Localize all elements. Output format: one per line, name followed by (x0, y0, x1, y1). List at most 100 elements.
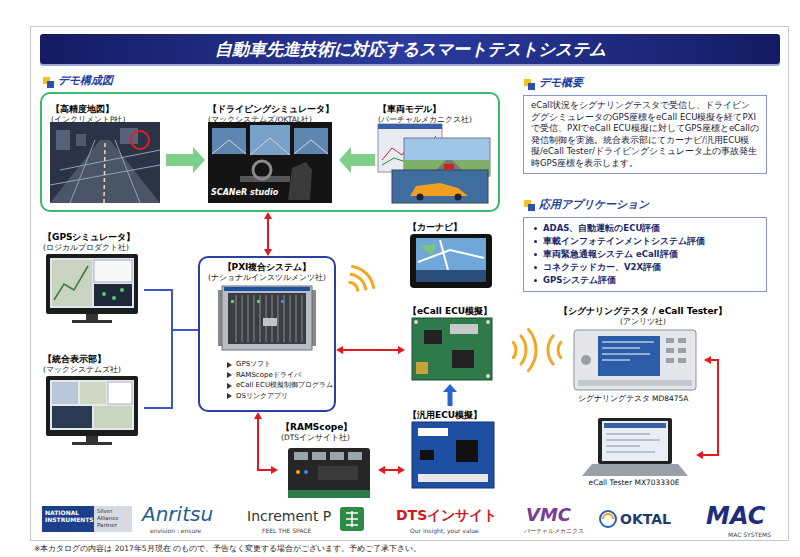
component-box: 【eCall ECU模擬】 (405, 302, 501, 384)
pxi-chassis (312, 290, 316, 346)
driving-simulator-image (253, 161, 271, 179)
ecall-ecu-board (486, 374, 490, 378)
signaling-tester-image (574, 330, 696, 390)
hd-map-image (50, 140, 160, 203)
wireless-waves (513, 329, 536, 370)
company-name: (DTSインサイト社) (281, 433, 375, 443)
integrated-display-monitor (72, 442, 112, 445)
hd-map-image (50, 122, 160, 203)
ecall-ecu-board (486, 320, 490, 324)
integrated-display-monitor (80, 382, 106, 404)
hd-map-image (50, 122, 160, 203)
car-navigation-image (418, 240, 484, 270)
ramscope-image (288, 448, 370, 498)
software-item: DSリンクアプリ (227, 391, 331, 402)
software-item: eCall ECU模擬制御プログラム (227, 380, 331, 391)
gps-simulator-monitor (54, 266, 88, 300)
section-icon (528, 204, 535, 211)
section-heading: デモ概要 (523, 75, 767, 91)
ramscope-image (318, 466, 358, 480)
component-heading: 【GPSシミュレータ】 (43, 231, 141, 243)
company-name: (ロジカルプロダクト社) (43, 243, 141, 253)
logo-text: MAC (706, 502, 765, 530)
section-heading: デモ構成図 (58, 73, 113, 89)
wireless-waves (548, 336, 561, 364)
company-name: (マックシステムズ/OKTAL社) (208, 115, 336, 125)
laptop-image (598, 418, 672, 464)
application-item: GPSシステム評価 (531, 274, 759, 287)
gps-simulator-monitor (102, 292, 106, 296)
car-navigation-image (416, 238, 486, 282)
logo-tagline: FEEL THE SPACE (262, 527, 311, 535)
integrated-display-monitor (52, 406, 92, 428)
component-heading: 【車両モデル】 (378, 103, 492, 115)
section-icon (528, 83, 535, 90)
ramscope-image (294, 452, 308, 460)
gps-simulator-monitor (86, 314, 98, 320)
device-box: シグナリングテスタ MD8475A (562, 328, 704, 414)
vehicle-model-image (378, 124, 442, 129)
text-panel: ADAS、自動運転のECU評価車載インフォテインメントシステム評価車両緊急通報シ… (523, 217, 767, 292)
ecall-ecu-board (412, 318, 492, 380)
connector (343, 349, 398, 351)
driving-simulator-image (288, 162, 312, 200)
hd-map-image (76, 134, 86, 146)
integrated-display-monitor (52, 382, 78, 404)
generic-ecu-board (420, 450, 434, 460)
section-heading: 応用アプリケーション (523, 197, 767, 213)
screen-label: SCANeR studio (211, 188, 278, 198)
component-box: 【GPSシミュレータ】(ロジカルプロダクト社) (40, 228, 144, 328)
info-panel: 応用アプリケーション ADAS、自動運転のECU評価車載インフォテインメントシステ… (520, 194, 770, 295)
gps-simulator-monitor (46, 254, 138, 314)
hd-map-image (104, 142, 105, 203)
vehicle-model-image (378, 124, 490, 203)
component-heading: 【eCall ECU模擬】 (408, 305, 498, 317)
component-heading: 【ドライビングシミュレータ】 (208, 103, 336, 115)
signaling-tester-image (678, 348, 686, 353)
page-frame (31, 27, 789, 541)
laptop-image (602, 421, 668, 461)
gps-simulator-monitor (112, 296, 116, 300)
generic-ecu-board (456, 440, 478, 462)
application-item: 車載インフォテインメントシステム評価 (531, 235, 759, 248)
generic-ecu-board (418, 428, 448, 436)
component-box: 【高精度地図】(インクリメントP社) (48, 100, 166, 208)
gps-simulator-monitor (94, 260, 132, 282)
pxi-chassis (281, 300, 284, 303)
driving-simulator-image (208, 122, 332, 203)
text-panel: eCall状況をシグナリングテスタで受信し、ドライビンググシミュレータのGPS座… (523, 95, 767, 174)
component-box: 【RAMScope】(DTSインサイト社) (278, 418, 378, 504)
component-box: 【汎用ECU模擬】 (405, 406, 501, 496)
software-item: GPSソフト (227, 359, 331, 370)
application-item: 車両緊急通報システム eCall評価 (531, 248, 759, 261)
component-heading: 【汎用ECU模擬】 (408, 409, 498, 421)
system-box: 【PXI複合システム】(ナショナルインスツルメンツ社)GPSソフトRAMScop… (198, 256, 336, 412)
pxi-chassis (236, 295, 302, 342)
component-box: 【カーナビ】 (405, 218, 501, 294)
component-group: シグナリングテスタ MD8475AeCall Tester MX703330E【… (552, 302, 734, 497)
gps-simulator-monitor (72, 320, 112, 323)
connector (258, 419, 271, 470)
hd-map-image (120, 128, 138, 144)
device-caption: シグナリングテスタ MD8475A (565, 394, 701, 404)
ramscope-image (304, 470, 308, 474)
integrated-display-monitor (50, 380, 134, 430)
car-navigation-image (410, 234, 492, 288)
wireless-waves (350, 266, 374, 290)
hd-map-image (56, 130, 70, 150)
component-heading: 【シグナリングテスタ / eCall Tester】 (555, 305, 731, 317)
component-box: 【車両モデル】(バーチャルメカニクス社) (375, 100, 495, 208)
gps-simulator-monitor (52, 260, 92, 306)
logo-graphic (340, 507, 364, 531)
laptop-image (582, 418, 688, 476)
generic-ecu-board (418, 474, 488, 482)
software-item: RAMScopeドライバ (227, 370, 331, 381)
signaling-tester-image (678, 338, 686, 343)
connector (448, 392, 453, 406)
hd-map-image (50, 140, 160, 203)
pxi-chassis (218, 290, 222, 346)
ecall-ecu-board (412, 318, 492, 380)
ramscope-image (288, 448, 370, 498)
company-name: (バーチャルメカニクス社) (378, 115, 492, 125)
section-icon (43, 77, 535, 211)
